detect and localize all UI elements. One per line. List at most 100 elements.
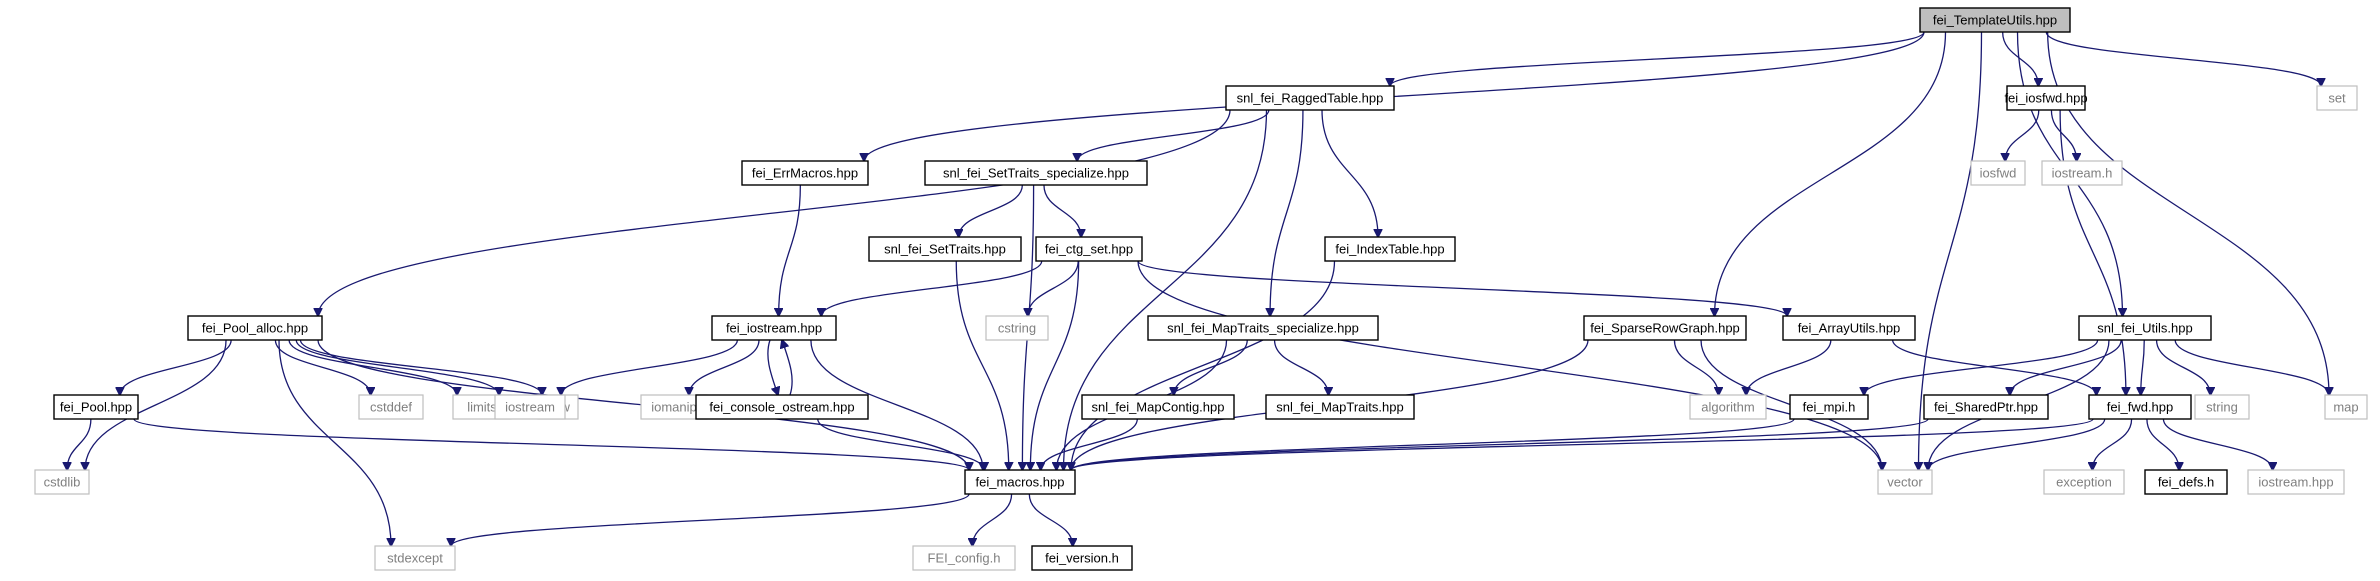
node-box (2043, 469, 2125, 495)
edge-mpi-to-macros (1071, 418, 1795, 470)
node-label: fei_IndexTable.hpp (1335, 242, 1444, 257)
edge-pool_alloc-to-cstdlib (85, 339, 227, 470)
node-macros[interactable]: fei_macros.hpp (964, 469, 1076, 495)
node-box (1147, 315, 1379, 341)
edge-utils-to-sharedptr (2010, 339, 2122, 395)
node-root[interactable]: fei_TemplateUtils.hpp (1919, 7, 2071, 33)
edge-pool-to-macros (133, 418, 969, 470)
edge-mapcontig-to-macros (1041, 418, 1138, 470)
node-sharedptr[interactable]: fei_SharedPtr.hpp (1923, 394, 2049, 420)
node-label: algorithm (1701, 400, 1754, 415)
node-label: fei_defs.h (2158, 475, 2214, 490)
edge-ctg_set-to-arrayutils (1137, 260, 1787, 316)
node-label: snl_fei_RaggedTable.hpp (1237, 91, 1384, 106)
node-iostream-h: iostream.h (2041, 160, 2123, 186)
node-box (2144, 469, 2228, 495)
edge-sharedptr-to-macros (1071, 418, 1929, 470)
node-label: set (2328, 91, 2346, 106)
edge-pool-to-cstdlib (67, 418, 92, 470)
node-label: cstddef (370, 400, 412, 415)
node-console-ostream[interactable]: fei_console_ostream.hpp (695, 394, 869, 420)
node-iosfwd-hpp[interactable]: fei_iosfwd.hpp (2004, 85, 2088, 111)
edge-settraits-to-macros (955, 260, 1009, 470)
node-cstddef: cstddef (358, 394, 424, 420)
node-map: map (2324, 394, 2368, 420)
edge-settraits_spec-to-settraits (959, 184, 1023, 237)
node-pool-alloc[interactable]: fei_Pool_alloc.hpp (187, 315, 323, 341)
edge-pool_alloc-to-iostream (295, 339, 499, 395)
node-box (1877, 469, 1933, 495)
node-label: snl_fei_SetTraits.hpp (884, 242, 1006, 257)
edge-macros-to-stdexcept (451, 493, 970, 546)
node-utils[interactable]: snl_fei_Utils.hpp (2078, 315, 2212, 341)
node-set: set (2316, 85, 2358, 111)
node-maptraits[interactable]: snl_fei_MapTraits.hpp (1265, 394, 1415, 420)
edge-maptraits_spec-to-mapcontig (1174, 339, 1248, 395)
node-box (358, 394, 424, 420)
node-fei-iostream[interactable]: fei_iostream.hpp (711, 315, 837, 341)
node-box (1265, 394, 1415, 420)
node-settraits-spec[interactable]: snl_fei_SetTraits_specialize.hpp (924, 160, 1148, 186)
node-label: snl_fei_SetTraits_specialize.hpp (943, 166, 1129, 181)
node-algorithm: algorithm (1689, 394, 1767, 420)
node-box (2041, 160, 2123, 186)
node-label: stdexcept (387, 551, 443, 566)
edge-fwd-to-vector (1928, 418, 2106, 470)
node-defs[interactable]: fei_defs.h (2144, 469, 2228, 495)
edge-console_ostream-to-fei_iostream (782, 340, 793, 396)
edge-settraits_spec-to-ctg_set (1043, 184, 1081, 237)
node-label: string (2206, 400, 2238, 415)
node-stdexcept: stdexcept (374, 545, 456, 571)
node-iostream: iostream (494, 394, 566, 420)
node-label: fei_console_ostream.hpp (709, 400, 854, 415)
node-cstring: cstring (985, 315, 1049, 341)
node-label: fei_mpi.h (1803, 400, 1856, 415)
node-label: iostream.h (2052, 166, 2113, 181)
node-box (964, 469, 1076, 495)
node-label: fei_SparseRowGraph.hpp (1590, 321, 1740, 336)
node-indextable[interactable]: fei_IndexTable.hpp (1324, 236, 1456, 262)
node-label: fei_SharedPtr.hpp (1934, 400, 2038, 415)
node-ragged[interactable]: snl_fei_RaggedTable.hpp (1225, 85, 1395, 111)
node-settraits[interactable]: snl_fei_SetTraits.hpp (868, 236, 1022, 262)
node-maptraits-spec[interactable]: snl_fei_MapTraits_specialize.hpp (1147, 315, 1379, 341)
node-exception: exception (2043, 469, 2125, 495)
node-mapcontig[interactable]: snl_fei_MapContig.hpp (1081, 394, 1235, 420)
node-box (2006, 85, 2086, 111)
node-box (2194, 394, 2250, 420)
edge-ragged-to-macros (1064, 109, 1268, 470)
node-box (2247, 469, 2345, 495)
edge-arrayutils-to-algorithm (1746, 339, 1832, 395)
node-fwd[interactable]: fei_fwd.hpp (2088, 394, 2192, 420)
node-box (2088, 394, 2192, 420)
edge-fei_iostream-to-iomanip (689, 339, 760, 395)
node-mpi[interactable]: fei_mpi.h (1789, 394, 1869, 420)
node-label: fei_ctg_set.hpp (1045, 242, 1133, 257)
node-label: fei_Pool.hpp (60, 400, 132, 415)
node-fei-version[interactable]: fei_version.h (1031, 545, 1133, 571)
node-label: snl_fei_Utils.hpp (2097, 321, 2192, 336)
node-label: iosfwd (1980, 166, 2017, 181)
edge-ragged-to-indextable (1321, 109, 1378, 237)
node-box (1081, 394, 1235, 420)
node-box (985, 315, 1049, 341)
node-box (1689, 394, 1767, 420)
node-label: FEI_config.h (928, 551, 1001, 566)
edge-ctg_set-to-fei_iostream (821, 260, 1043, 316)
node-arrayutils[interactable]: fei_ArrayUtils.hpp (1782, 315, 1916, 341)
node-box (2324, 394, 2368, 420)
edge-maptraits_spec-to-maptraits (1273, 339, 1329, 395)
edge-iosfwd_hpp-to-iosfwd (2005, 109, 2040, 161)
edge-iosfwd_hpp-to-iostream_h (2050, 109, 2076, 161)
node-fei-config: FEI_config.h (912, 545, 1016, 571)
node-ctg-set[interactable]: fei_ctg_set.hpp (1035, 236, 1143, 262)
node-pool[interactable]: fei_Pool.hpp (53, 394, 139, 420)
edge-ragged-to-pool_alloc (318, 109, 1231, 316)
node-errmacros[interactable]: fei_ErrMacros.hpp (741, 160, 869, 186)
node-sparserow[interactable]: fei_SparseRowGraph.hpp (1583, 315, 1747, 341)
node-box (494, 394, 566, 420)
node-string: string (2194, 394, 2250, 420)
node-label: vector (1887, 475, 1923, 490)
edge-fei_iostream-to-console_ostream (767, 339, 778, 395)
edge-console_ostream-to-macros (817, 418, 985, 470)
